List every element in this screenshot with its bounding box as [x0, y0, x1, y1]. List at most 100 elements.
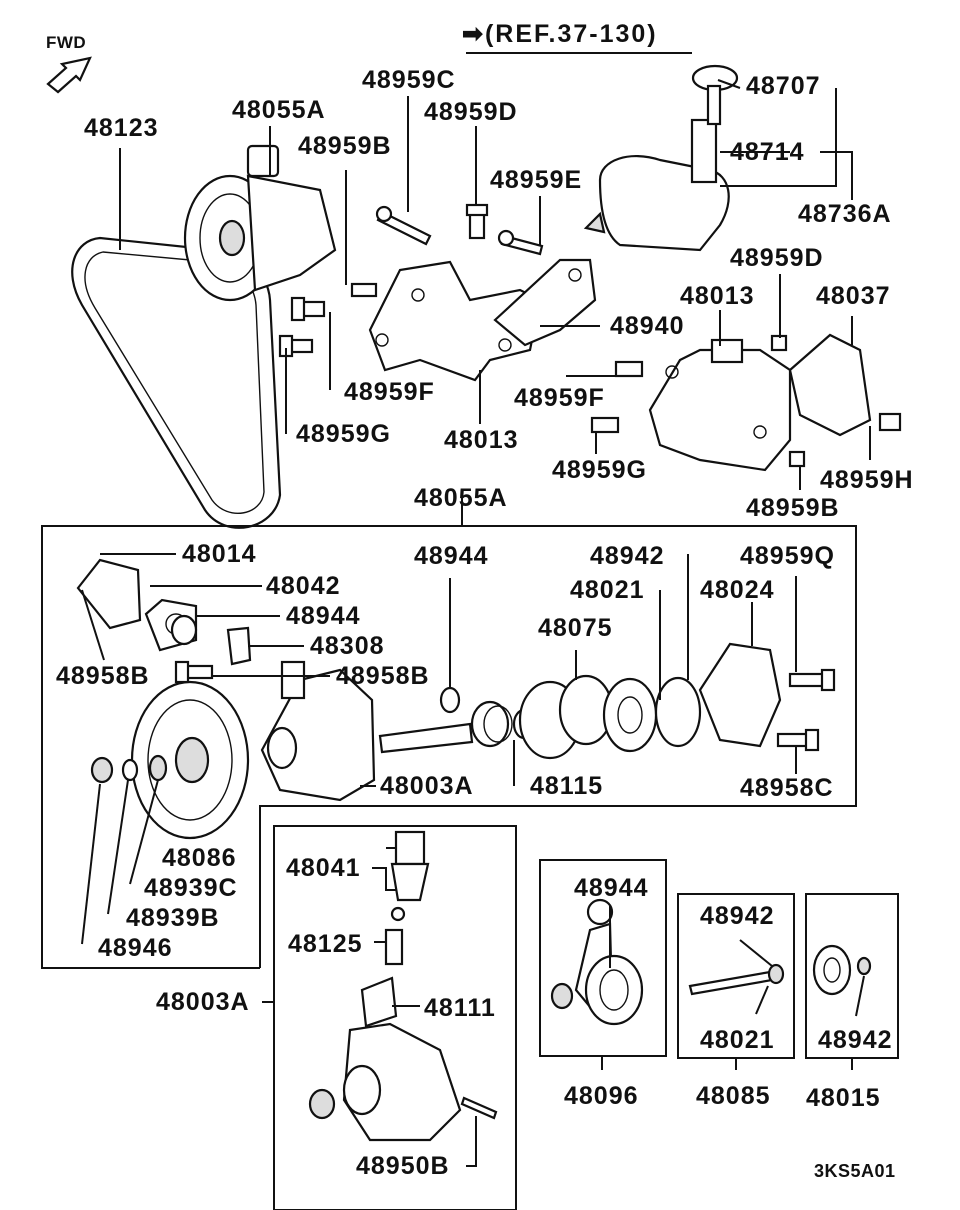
diagram-code: 3KS5A01: [814, 1161, 896, 1181]
part-number-label: 48096: [564, 1082, 639, 1110]
reference-label: ➡(REF.37-130): [462, 20, 658, 48]
pump-body-48003A: [260, 660, 376, 802]
part-number-label: 48055A: [414, 484, 508, 512]
part-number-label: 48021: [570, 576, 645, 604]
arrow-pointer-icon: [583, 211, 606, 234]
bolt-48959F-left: [290, 296, 326, 322]
oring-48942-a: [654, 676, 702, 748]
nut-48946: [90, 756, 114, 784]
pin-48950B: [460, 1096, 498, 1120]
cover-48024: [698, 642, 782, 748]
bolt-48959D-top: [465, 203, 489, 240]
part-number-label: 48959Q: [740, 542, 835, 570]
fwd-arrow-icon: [46, 56, 92, 94]
spring-48111: [360, 976, 398, 1028]
kit-box-48015: [805, 893, 899, 1070]
part-number-label: 48944: [414, 542, 489, 570]
part-number-label: 48959G: [552, 456, 647, 484]
part-number-label: 48959B: [746, 494, 840, 522]
washer-48939C: [148, 754, 168, 782]
part-number-label: 48959D: [730, 244, 824, 272]
part-number-label: 48940: [610, 312, 685, 340]
relief-valve-48041: [390, 830, 430, 902]
reference-underline: [466, 52, 692, 54]
bolt-48959B-top: [350, 282, 378, 298]
bracket-48013-right: [648, 338, 792, 472]
part-number-label: 48714: [730, 138, 805, 166]
part-number-label: 48958C: [740, 774, 834, 802]
part-number-label: 48015: [806, 1084, 881, 1112]
part-number-label: 48942: [818, 1026, 893, 1054]
pump-assembly-top: [183, 144, 337, 302]
part-number-label: 48075: [538, 614, 613, 642]
bracket-48014: [76, 558, 142, 630]
bolt-48959F-right: [614, 360, 644, 378]
part-number-label: 48037: [816, 282, 891, 310]
part-number-label: 48942: [700, 902, 775, 930]
exploded-view-box: [41, 525, 857, 969]
part-number-label: 48013: [444, 426, 519, 454]
part-number-label: 48946: [98, 934, 173, 962]
kit-box-48096: [539, 859, 667, 1070]
nut-48959H: [878, 412, 902, 432]
part-number-label: 48014: [182, 540, 257, 568]
part-number-label: 48959E: [490, 166, 583, 194]
bolt-48959G-left: [278, 334, 314, 358]
part-number-label: 48959G: [296, 420, 391, 448]
part-number-label: 48308: [310, 632, 385, 660]
body-48003A-detail: [308, 1022, 462, 1142]
part-number-label: 48959B: [298, 132, 392, 160]
leader-lines-top: [119, 79, 871, 526]
part-number-label: 48055A: [232, 96, 326, 124]
part-number-label: 48944: [574, 874, 649, 902]
bracket-48940: [493, 258, 597, 347]
valve-48125: [384, 906, 406, 966]
part-number-label: 48013: [680, 282, 755, 310]
part-number-label: 48959D: [424, 98, 518, 126]
part-number-label: 48125: [288, 930, 363, 958]
bolt-48959B-right: [788, 450, 806, 468]
bolt-48958B-mid: [174, 660, 214, 684]
part-number-label: 48003A: [380, 772, 474, 800]
part-number-label: 48939C: [144, 874, 238, 902]
part-number-label: 48736A: [798, 200, 892, 228]
part-number-label: 48123: [84, 114, 159, 142]
stay-48037: [788, 333, 872, 437]
part-number-label: 48707: [746, 72, 821, 100]
part-number-label: 48959F: [344, 378, 435, 406]
reservoir-48736A: [598, 64, 739, 252]
part-number-label: 48041: [286, 854, 361, 882]
part-number-label: 48115: [530, 772, 604, 800]
fwd-label: FWD: [46, 33, 87, 52]
part-number-label: 48942: [590, 542, 665, 570]
shaft: [378, 722, 474, 754]
kit-box-48085: [677, 893, 795, 1070]
leader-lines-main: [81, 553, 797, 945]
part-number-label: 48003A: [156, 988, 250, 1016]
bolt-48959D-right: [770, 334, 788, 352]
part-number-label: 48959C: [362, 66, 456, 94]
clip-48308: [226, 626, 252, 666]
part-number-label: 48021: [700, 1026, 775, 1054]
part-number-label: 48944: [286, 602, 361, 630]
part-number-label: 48042: [266, 572, 341, 600]
bolt-48959C: [375, 205, 432, 246]
bolt-48959G-right: [590, 416, 620, 434]
part-number-label: 48086: [162, 844, 237, 872]
washer-48939B: [121, 758, 139, 782]
part-number-label: 48958B: [56, 662, 150, 690]
part-number-label: 48024: [700, 576, 775, 604]
oring-48944-a: [170, 614, 198, 646]
bolt-48958C: [776, 728, 820, 752]
part-number-label: 48939B: [126, 904, 220, 932]
part-number-label: 48958B: [336, 662, 430, 690]
part-number-label: 48959F: [514, 384, 605, 412]
oring-48944-b: [439, 686, 461, 714]
bolt-48959Q: [788, 668, 836, 692]
detail-box-48003A: [262, 825, 517, 1210]
part-number-label: 48950B: [356, 1152, 450, 1180]
part-number-label: 48959H: [820, 466, 914, 494]
pulley-48086: [130, 680, 250, 840]
bolt-48959E: [497, 229, 544, 256]
